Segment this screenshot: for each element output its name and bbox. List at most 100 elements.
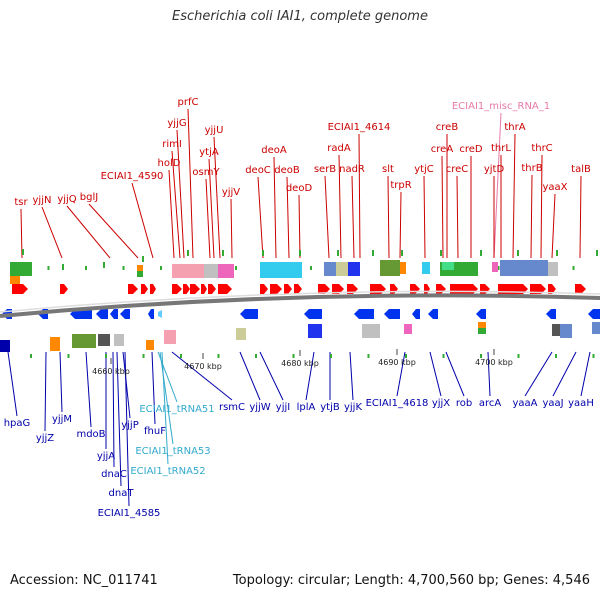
forward-gene-arrow-24: [480, 284, 490, 294]
callout-line-yjji: [259, 351, 284, 401]
accession-text: Accession: NC_011741: [10, 573, 158, 588]
callout-line-bglj: [88, 203, 139, 259]
forward-gene-arrow-27: [548, 284, 556, 294]
reverse-gene-arrow-6: [148, 309, 154, 319]
forward-gene-arrow-1: [60, 284, 68, 294]
gene-label-crea: creA: [431, 144, 454, 155]
callout-line-rsmc: [171, 351, 233, 401]
gene-label-talb: talB: [571, 164, 591, 175]
gene-label-eciai1-4585: ECIAI1_4585: [98, 508, 161, 519]
marker-top-13: [517, 250, 519, 256]
feature-box-bottom-1: [50, 337, 60, 351]
marker-bot-1: [67, 354, 70, 358]
callout-line-yjjk: [349, 351, 354, 401]
map-title: Escherichia coli IAI1, complete genome: [172, 9, 428, 24]
gene-label-yjjv: yjjV: [222, 187, 240, 198]
callout-line-eciai1-misc-rna-1: [493, 112, 502, 259]
feature-box-top-0: [10, 262, 32, 276]
marker-top-6: [262, 250, 264, 256]
callout-line-yjjp: [122, 351, 131, 419]
marker-bot-10: [405, 354, 407, 358]
callout-line-deob: [286, 176, 290, 259]
forward-gene-arrow-20: [410, 284, 420, 294]
feature-tracks: [0, 249, 600, 358]
callout-line-nadr: [351, 175, 355, 259]
callout-line-lpla: [305, 351, 315, 401]
gene-label-tsr: tsr: [14, 197, 28, 208]
marker-top-9: [372, 250, 374, 256]
gene-label-eciai1-4614: ECIAI1_4614: [328, 122, 391, 133]
gene-label-yjjp: yjjP: [121, 420, 139, 431]
reverse-gene-arrow-5: [120, 309, 130, 319]
gene-label-ytja: ytjA: [199, 147, 219, 158]
gene-label-eciai1-misc-rna-1: ECIAI1_misc_RNA_1: [452, 101, 550, 112]
feature-box-bottom-15: [592, 322, 600, 334]
scale-label-4: 4700 kbp: [475, 358, 513, 367]
callout-line-yjjv: [230, 198, 233, 259]
feature-box-top-12: [400, 262, 406, 274]
reverse-gene-arrow-8: [304, 309, 322, 319]
marker-top-15: [596, 250, 598, 256]
feature-box-top-18: [548, 262, 558, 276]
callout-line-osmy: [205, 178, 211, 259]
genome-backbone: [0, 290, 600, 318]
forward-gene-arrow-14: [294, 284, 302, 294]
callout-line-rada: [338, 154, 342, 259]
feature-box-top-6: [218, 264, 234, 278]
reverse-gene-arrow-10: [384, 309, 400, 319]
callout-line-crea: [441, 155, 444, 259]
gene-label-eciai1-trna52: ECIAI1_tRNA52: [130, 466, 205, 477]
gene-label-bglj: bglJ: [80, 192, 98, 203]
reverse-gene-arrow-15: [588, 309, 600, 319]
gene-label-yjjk: yjjK: [344, 402, 362, 413]
reverse-gene-arrow-7: [240, 309, 258, 319]
gene-label-eciai1-trna51: ECIAI1_tRNA51: [139, 404, 214, 415]
gene-label-yjju: yjjU: [205, 125, 224, 136]
gene-label-rob: rob: [456, 398, 472, 409]
gene-label-rimi: rimI: [162, 139, 182, 150]
gene-label-yaaa: yaaA: [512, 398, 537, 409]
feature-box-bottom-9: [362, 324, 380, 338]
callout-line-slt: [387, 175, 390, 259]
gene-label-slt: slt: [382, 164, 394, 175]
marker-bot-7: [292, 354, 295, 358]
forward-gene-arrow-5: [172, 284, 182, 294]
scale-label-0: 4660 kbp: [92, 367, 130, 376]
feature-box-top-7: [260, 262, 302, 278]
callout-line-yjju: [213, 136, 221, 259]
callout-line-yjjw: [239, 351, 261, 401]
callout-line-yaaa: [524, 351, 553, 397]
callout-line-yjjg: [176, 129, 185, 259]
feature-box-top-3: [137, 271, 143, 277]
scale-label-2: 4680 kbp: [281, 359, 319, 368]
feature-box-bottom-8: [308, 324, 322, 338]
callout-line-eciai1-4585: [124, 351, 130, 507]
callout-line-fhuf: [151, 351, 156, 425]
marker-bot-13: [517, 354, 520, 358]
feature-box-bottom-2: [72, 334, 96, 348]
reverse-gene-arrow-4: [110, 309, 118, 319]
callout-line-yaax: [551, 193, 556, 259]
gene-label-hpag: hpaG: [4, 418, 31, 429]
feature-box-bottom-7: [236, 328, 246, 340]
gene-label-thra: thrA: [504, 122, 525, 133]
callout-line-dnat: [116, 351, 122, 487]
reverse-gene-arrow-14: [546, 309, 556, 319]
gene-label-cred: creD: [459, 144, 483, 155]
forward-gene-arrow-13: [284, 284, 292, 294]
gene-label-osmy: osmY: [192, 167, 220, 178]
gene-label-yjjw: yjjW: [249, 402, 270, 413]
callout-line-ytja: [208, 158, 215, 259]
gene-label-rsmc: rsmC: [219, 402, 245, 413]
callout-line-thra: [512, 133, 516, 259]
gene-label-deoc: deoC: [245, 165, 271, 176]
gene-label-eciai1-trna53: ECIAI1_tRNA53: [135, 446, 210, 457]
gene-label-yaaj: yaaJ: [542, 398, 563, 409]
gene-label-dnac: dnaC: [101, 469, 127, 480]
gene-label-yaax: yaaX: [542, 182, 567, 193]
marker-top-12: [480, 250, 482, 256]
callout-line-trpr: [399, 191, 402, 259]
marker-bot-2: [105, 354, 107, 358]
